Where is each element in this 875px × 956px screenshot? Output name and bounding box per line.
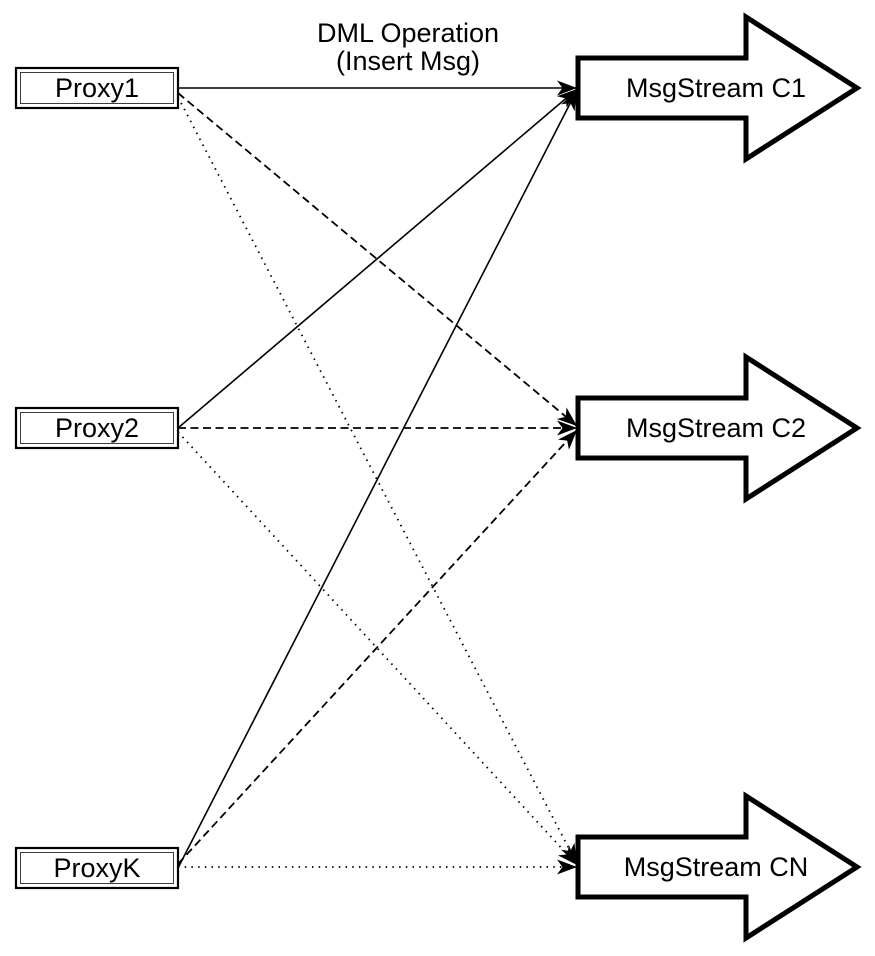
msgstream-c1-label: MsgStream C1 [626, 73, 806, 103]
proxy2-node: Proxy2 [14, 406, 180, 450]
msgstream-c2-node: MsgStream C2 [575, 352, 862, 504]
proxyk-box [14, 846, 180, 890]
proxy1-box [14, 66, 180, 110]
annotation-line1: DML Operation [317, 18, 499, 48]
msgstream-cn-arrow-shape [575, 791, 862, 943]
proxyk-label: ProxyK [53, 853, 140, 883]
proxy2-box [14, 406, 180, 450]
msgstream-cn-label: MsgStream CN [624, 852, 809, 882]
proxy1-node: Proxy1 [14, 66, 180, 110]
dml-annotation: DML Operation (Insert Msg) [317, 18, 499, 76]
proxy1-label: Proxy1 [55, 73, 139, 103]
proxy2-label: Proxy2 [55, 413, 139, 443]
connection-proxyk-to-c2-dashed [177, 429, 578, 865]
connection-proxy2-to-c1-solid [177, 88, 578, 429]
proxy1-box-inner-border [20, 72, 174, 104]
annotation-line2: (Insert Msg) [336, 46, 480, 76]
connections [177, 80, 578, 875]
proxyk-node: ProxyK [14, 846, 180, 890]
msgstream-c2-label: MsgStream C2 [626, 413, 806, 443]
connection-proxyk-to-c1-solid [177, 89, 578, 869]
msgstream-c1-node: MsgStream C1 [575, 12, 862, 164]
msgstream-c1-arrow-shape [575, 12, 862, 164]
proxyk-box-inner-border [20, 852, 174, 884]
msgstream-c2-arrow-shape [575, 352, 862, 504]
msgstream-cn-node: MsgStream CN [575, 791, 862, 943]
proxy2-box-inner-border [20, 412, 174, 444]
